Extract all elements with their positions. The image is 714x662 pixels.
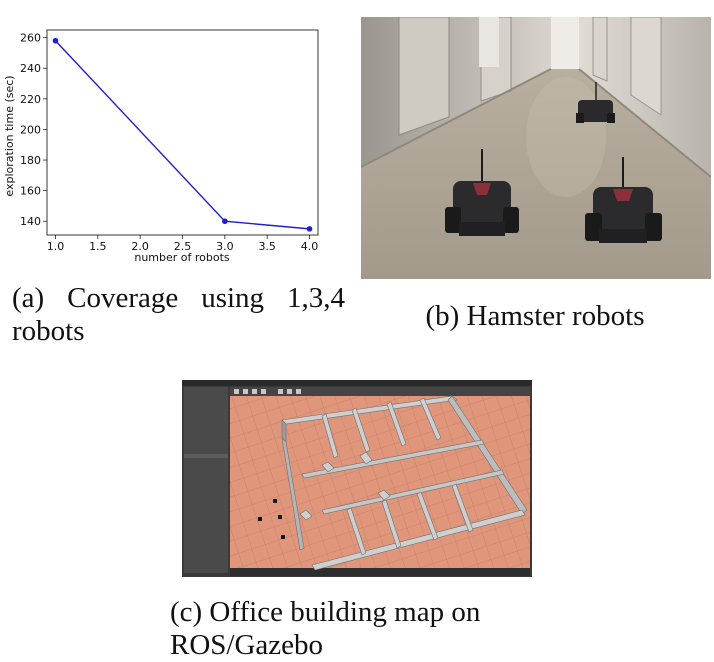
y-tick-label: 260 <box>20 32 41 45</box>
y-tick-label: 140 <box>20 215 41 228</box>
y-tick-label: 180 <box>20 154 41 167</box>
chart-plot-frame <box>46 29 319 236</box>
chart-y-axis-label: exploration time (sec) <box>3 75 16 196</box>
x-tick-label: 2.5 <box>174 240 192 253</box>
data-point <box>306 226 313 232</box>
x-tick-label: 4.0 <box>301 240 319 253</box>
hamster-robots-photo <box>361 17 711 279</box>
data-point <box>222 218 228 225</box>
x-tick-label: 2.0 <box>131 240 149 253</box>
y-tick-label: 200 <box>20 123 41 136</box>
caption-a: (a) Coverage using 1,3,4 robots <box>12 282 345 347</box>
x-tick-label: 3.0 <box>216 240 234 253</box>
exploration-time-chart: 1.0 1.5 2.0 2.5 3.0 3.5 4.0 140 160 180 200 220 240 2… <box>3 29 319 264</box>
caption-c: (c) Office building map on ROS/Gazebo <box>170 596 481 661</box>
chart-x-axis-label: number of robots <box>134 251 230 264</box>
x-tick-label: 1.5 <box>89 240 107 253</box>
gazebo-office-map-screenshot <box>182 380 532 577</box>
x-tick-label: 1.0 <box>47 240 65 253</box>
data-point <box>52 37 59 44</box>
y-tick-label: 220 <box>20 93 41 106</box>
right-robot <box>585 157 662 243</box>
far-robot <box>576 82 615 123</box>
y-tick-label: 240 <box>20 62 41 75</box>
caption-b: (b) Hamster robots <box>425 300 645 332</box>
x-tick-label: 3.5 <box>258 240 276 253</box>
y-tick-label: 160 <box>20 185 41 198</box>
series-line <box>54 40 310 230</box>
left-robot <box>445 149 519 236</box>
